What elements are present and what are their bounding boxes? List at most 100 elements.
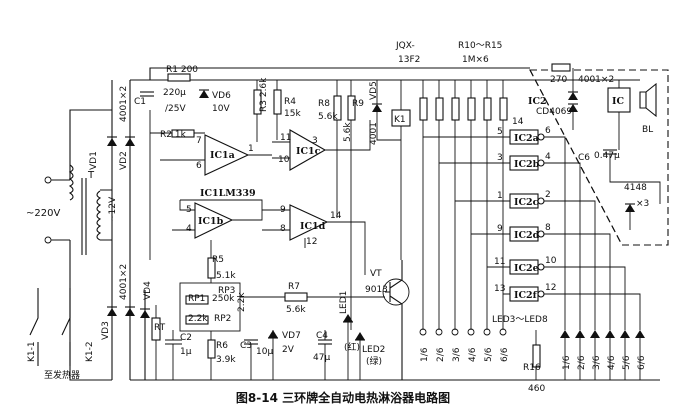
r5-label: R5 (212, 255, 224, 265)
ic2-pin-label: 9 (497, 224, 503, 234)
ic2-pin-label: 10 (545, 256, 557, 266)
ic1c-comparator: IC1c 11 10 3 (272, 120, 371, 171)
ic2e-label: IC2e (514, 263, 539, 274)
k1-2-label: K1-2 (85, 341, 95, 362)
thermistor-branch: RT C2 1μ (151, 305, 192, 380)
secondary-voltage-label: ~12V (108, 196, 118, 222)
c3-label: C3 (240, 341, 252, 351)
r6-value-label: 3.9k (216, 355, 236, 365)
mains-voltage-label: ~220V (26, 208, 60, 219)
ic2-pin-label: 4 (545, 152, 551, 162)
r1-label: R1 200 (166, 65, 198, 75)
rp3-label: RP3 (218, 286, 235, 296)
c4-label: C4 (316, 331, 328, 341)
r4-value-label: 15k (284, 109, 301, 119)
ic2-pin-label: 11 (494, 257, 505, 267)
transistor-vt: VT 9013 (365, 260, 410, 380)
bridge-rectifier: VD1 VD2 4001×2 VD3 4001×2 VD4 (89, 80, 153, 380)
probe-terminals-left: 1/6 2/6 3/6 4/6 5/6 6/6 (419, 328, 510, 362)
pin-3-label: 3 (312, 136, 318, 146)
ic2d-label: IC2d (514, 230, 540, 241)
mains-input: ~220V (26, 109, 112, 381)
ic2b-label: IC2b (514, 159, 540, 170)
led2-color-label: (绿) (366, 355, 382, 367)
r16-value-label: 460 (528, 384, 545, 394)
ic2-part-label: CD4069 (536, 107, 572, 117)
vt-label: VT (370, 269, 382, 279)
level-label: 5/6 (622, 355, 632, 370)
pin-11-label: 11 (280, 133, 291, 143)
relay-code-label: 13F2 (398, 55, 420, 65)
ic2-pin-label: 2 (545, 190, 551, 200)
ic2-label: IC2 (528, 96, 547, 107)
ic1c-label: IC1c (296, 146, 321, 157)
ic2-pin-label: 1 (497, 191, 503, 201)
diode-4001x2-label: 4001×2 (578, 75, 614, 85)
vd4-label: VD4 (143, 281, 153, 300)
pin-1-label: 1 (248, 144, 254, 154)
rp2-value-label: 2.2k (188, 314, 208, 324)
ic2-inverter-array: IC2 CD4069 14 IC2a IC2b IC2c IC2d IC2e I… (423, 96, 641, 330)
buzzer-module: 270 4001×2 IC BL C6 0.47μ 4148 ×3 (529, 63, 669, 246)
diode-pair-bottom-label: 4001×2 (119, 264, 129, 300)
r4-label: R4 (284, 97, 296, 107)
bl-label: BL (642, 125, 653, 135)
led1-label: LED1 (339, 291, 349, 314)
rp2-label: RP2 (214, 314, 231, 324)
led-range-label: LED3～LED8 (492, 315, 548, 325)
vd7-label: VD7 (282, 331, 301, 341)
vd5-value-label: 4001 (369, 122, 379, 145)
diode-x3-label: ×3 (636, 199, 649, 209)
led2-label: LED2 (362, 345, 385, 355)
r16-label: R16 (523, 363, 541, 373)
c1-label: C1 (134, 97, 146, 107)
c2-value-label: 1μ (180, 347, 192, 357)
r6-label: R6 (216, 341, 228, 351)
k1-1-label: K1-1 (27, 341, 37, 362)
diode-pair-top-label: 4001×2 (119, 86, 129, 122)
pin-8-label: 8 (280, 224, 286, 234)
ic1-part-label: IC1LM339 (200, 188, 256, 199)
vd1-label: VD1 (89, 151, 99, 170)
level-led-array: 1/6 2/6 3/6 4/6 5/6 6/6 R16 460 (523, 330, 647, 394)
ic2-pin-label: 5 (497, 127, 503, 137)
ic1b-comparator: IC1LM339 IC1b 5 4 (172, 188, 263, 239)
pin-12-label: 12 (306, 237, 317, 247)
vt-part-label: 9013 (365, 285, 388, 295)
c6-value-label: 0.47μ (594, 151, 620, 161)
level-label: 6/6 (637, 355, 647, 370)
pin-14-label: 14 (330, 211, 342, 221)
vd5-label: VD5 (369, 81, 379, 100)
pin-4-label: 4 (186, 224, 192, 234)
ic1b-label: IC1b (198, 216, 224, 227)
k1-label: K1 (394, 115, 406, 125)
ic2-pin-label: 12 (545, 283, 556, 293)
r2-label: R2 1k (160, 130, 187, 140)
c1-value-label: 220μ (163, 88, 186, 98)
level-label: 1/6 (562, 355, 572, 370)
vd6-label: VD6 (212, 91, 231, 101)
led-indicators: LED1 (红) LED2 (绿) (339, 291, 385, 380)
power-rail: R1 200 C1 220μ /25V VD6 10V (130, 65, 660, 381)
ic1a-label: IC1a (210, 150, 235, 161)
ic1d-comparator: IC1d 9 8 14 12 (262, 204, 366, 275)
diode-4148-label: 4148 (624, 183, 647, 193)
transformer: T ~12V (68, 164, 118, 255)
ic1a-comparator: IC1a 7 6 1 R2 1k (149, 110, 272, 260)
probe-label: 5/6 (484, 347, 494, 362)
c4-value-label: 47μ (313, 353, 330, 363)
probe-label: 4/6 (468, 347, 478, 362)
rt1-label: RT (154, 323, 166, 333)
r7-value-label: 5.6k (286, 305, 306, 315)
relay-model-label: JQX- (395, 41, 415, 51)
r8-value-label: 5.6k (318, 112, 338, 122)
pin-10-label: 10 (278, 155, 290, 165)
figure-caption: 图8-14 三环牌全自动电热淋浴器电路图 (236, 390, 450, 405)
r270-label: 270 (550, 75, 567, 85)
c3-value-label: 10μ (256, 347, 273, 357)
rp1-value-label: 250k (212, 294, 235, 304)
vd2-label: VD2 (119, 151, 129, 170)
vd6-value-label: 10V (212, 104, 230, 114)
